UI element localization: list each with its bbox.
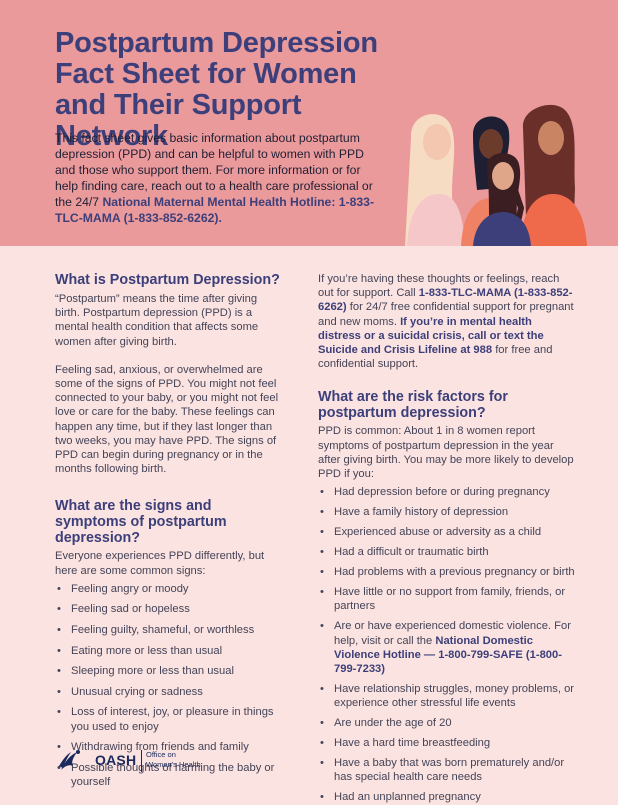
support-text-2: for 24/7 free confidential support for p… <box>318 301 574 328</box>
list-item: Have a baby that was born prematurely an… <box>318 756 576 784</box>
office-womens-health: Office on Women's Health <box>146 750 216 770</box>
office-line-2: Women's Health <box>146 760 201 769</box>
risk-list: Had depression before or during pregnanc… <box>318 485 576 805</box>
list-item: Have a family history of depression <box>318 505 576 519</box>
list-item: Have a hard time breastfeeding <box>318 736 576 750</box>
footer-logo: OASH Office on Women's Health <box>55 744 255 784</box>
list-item: Feeling sad or hopeless <box>55 602 280 616</box>
what-is-paragraph-2: Feeling sad, anxious, or overwhelmed are… <box>55 363 279 476</box>
support-text-1: If you’re having these thoughts or feeli… <box>318 273 560 300</box>
list-item: Possible thoughts of harming the baby or… <box>55 761 280 789</box>
left-column: What is Postpartum Depression? “Postpart… <box>55 272 280 789</box>
list-item: Are under the age of 20 <box>318 716 576 730</box>
list-item: Had a difficult or traumatic birth <box>318 545 576 559</box>
signs-intro: Everyone experiences PPD differently, bu… <box>55 550 265 577</box>
dv-hotline: National Domestic Violence Hotline — 1-8… <box>334 634 562 676</box>
office-line-1: Office on <box>146 750 176 759</box>
support-phone: 1-833-TLC-MAMA (1-833-852-6262) <box>318 287 573 314</box>
list-item: Have little or no support from family, f… <box>318 585 576 613</box>
women-group-illustration <box>405 104 587 246</box>
what-is-paragraph-1: “Postpartum” means the time after giving… <box>55 293 259 348</box>
right-column: If you’re having these thoughts or feeli… <box>318 272 576 805</box>
list-item: Unusual crying or sadness <box>55 685 280 699</box>
logo-divider <box>141 750 142 772</box>
heading-what-is-ppd: What is Postpartum Depression? <box>55 272 280 288</box>
list-item: Feeling angry or moody <box>55 582 280 596</box>
support-crisis-line: If you’re in mental health distress or a… <box>318 315 544 357</box>
support-paragraph: If you’re having these thoughts or feeli… <box>318 272 576 371</box>
list-item: Experienced abuse or adversity as a chil… <box>318 525 576 539</box>
list-item: Had depression before or during pregnanc… <box>318 485 576 499</box>
list-item: Had an unplanned pregnancy <box>318 790 576 804</box>
list-item-domestic-violence: Are or have experienced domestic violenc… <box>318 619 576 676</box>
signs-list: Feeling angry or moodyFeeling sad or hop… <box>55 582 280 789</box>
heading-signs-symptoms: What are the signs and symptoms of postp… <box>55 498 227 547</box>
header-banner: Postpartum Depression Fact Sheet for Wom… <box>0 0 618 246</box>
support-text-3: for free and confidential support. <box>318 344 553 371</box>
list-item: Have relationship struggles, money probl… <box>318 682 576 710</box>
heading-risk-factors: What are the risk factors for postpartum… <box>318 389 508 422</box>
page-title: Postpartum Depression Fact Sheet for Wom… <box>55 27 378 152</box>
hhs-eagle-icon <box>59 750 80 770</box>
list-item: Eating more or less than usual <box>55 644 280 658</box>
list-item: Sleeping more or less than usual <box>55 664 280 678</box>
intro-text: This fact sheet gives basic information … <box>55 130 375 227</box>
intro-hotline: National Maternal Mental Health Hotline:… <box>55 195 374 226</box>
list-item: Feeling guilty, shameful, or worthless <box>55 623 280 637</box>
dv-text: Are or have experienced domestic violenc… <box>334 620 571 647</box>
oash-logo-text: OASH <box>95 752 137 768</box>
risk-intro: PPD is common: About 1 in 8 women report… <box>318 425 574 481</box>
list-item: Withdrawing from friends and family <box>55 740 280 754</box>
list-item: Had problems with a previous pregnancy o… <box>318 565 576 579</box>
intro-plain: This fact sheet gives basic information … <box>55 131 373 210</box>
list-item: Loss of interest, joy, or pleasure in th… <box>55 705 280 733</box>
